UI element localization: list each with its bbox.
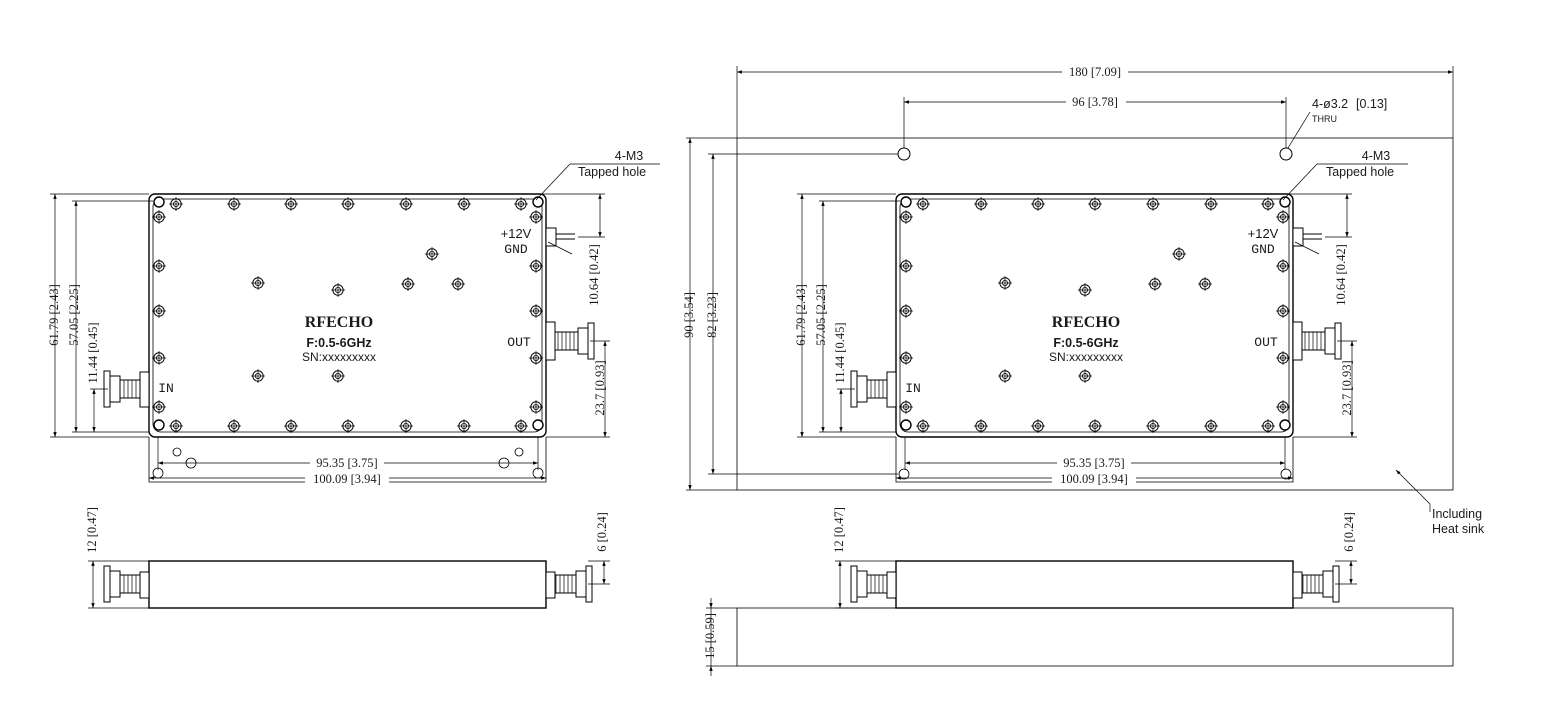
heat-sink-note-1: Including: [1432, 507, 1482, 521]
dim-width-total: 100.09 [3.94]: [313, 472, 381, 486]
housing-outline: [148, 193, 547, 438]
frequency-label: F:0.5-6GHz: [306, 336, 371, 350]
dim-heatsink-hole-vpitch: 82 [3.23]: [705, 292, 719, 338]
gnd-label: GND: [504, 242, 528, 257]
dim-hole-pitch: 95.35 [3.75]: [1063, 456, 1124, 470]
dim-heatsink-hole-pitch: 96 [3.78]: [1072, 95, 1118, 109]
in-label: IN: [905, 381, 921, 396]
out-label: OUT: [1254, 335, 1278, 350]
out-connector: [1296, 322, 1342, 360]
dim-out-offset: 23.7 [0.93]: [1340, 360, 1354, 415]
dc-feedthrough: [545, 227, 575, 255]
tapped-hole-qty: 4-M3: [615, 149, 644, 163]
tapped-hole: [532, 419, 544, 431]
thru-hole: [897, 147, 911, 161]
dim-width-total: 100.09 [3.94]: [1060, 472, 1128, 486]
dc-feedthrough: [1292, 227, 1322, 255]
dim-hole-pitch: 95.35 [3.75]: [316, 456, 377, 470]
housing-side: [895, 560, 1294, 609]
heat-sink-side: [736, 607, 1454, 667]
thru-hole-qty: 4-ø3.2: [1312, 97, 1348, 111]
dim-side-connector: 6 [0.24]: [1342, 512, 1356, 552]
dim-heatsink-width: 180 [7.09]: [1069, 65, 1121, 79]
dim-in-offset: 11.44 [0.45]: [86, 323, 100, 384]
thru-note: THRU: [1312, 114, 1337, 124]
dim-dc-offset: 10.64 [0.42]: [1334, 244, 1348, 305]
dim-side-connector: 6 [0.24]: [595, 512, 609, 552]
housing-outline: [895, 193, 1294, 438]
dim-out-offset: 23.7 [0.93]: [593, 360, 607, 415]
serial-label: SN:xxxxxxxxx: [1049, 350, 1123, 364]
tapped-hole-note: Tapped hole: [1326, 165, 1394, 179]
in-label: IN: [158, 381, 174, 396]
dim-height-body: 57.05 [2.25]: [67, 284, 81, 345]
dim-height-total: 61.79 [2.43]: [47, 284, 61, 345]
right-top-view: RFECHO F:0.5-6GHz SN:xxxxxxxxx +12V GND …: [682, 64, 1485, 536]
thru-hole-inch: [0.13]: [1356, 97, 1387, 111]
dim-heatsink-height: 90 [3.54]: [682, 292, 696, 338]
power-label: +12V: [1248, 226, 1279, 241]
dim-side-height: 12 [0.47]: [85, 507, 99, 553]
dim-dc-offset: 10.64 [0.42]: [587, 244, 601, 305]
housing-side: [148, 560, 547, 609]
heat-sink-note-2: Heat sink: [1432, 522, 1485, 536]
dim-height-total: 61.79 [2.43]: [794, 284, 808, 345]
tapped-hole-note: Tapped hole: [578, 165, 646, 179]
right-side-view: 12 [0.47] 6 [0.24] 15 [0.59]: [703, 507, 1454, 676]
heat-sink-outline: [736, 137, 1454, 491]
gnd-label: GND: [1251, 242, 1275, 257]
power-label: +12V: [501, 226, 532, 241]
dim-in-offset: 11.44 [0.45]: [833, 323, 847, 384]
tapped-hole: [153, 419, 165, 431]
serial-label: SN:xxxxxxxxx: [302, 350, 376, 364]
dim-side-height: 12 [0.47]: [832, 507, 846, 553]
thru-hole: [1279, 147, 1293, 161]
frequency-label: F:0.5-6GHz: [1053, 336, 1118, 350]
dim-height-body: 57.05 [2.25]: [814, 284, 828, 345]
tapped-hole-qty: 4-M3: [1362, 149, 1391, 163]
left-top-view: RFECHO F:0.5-6GHz SN:xxxxxxxxx +12V GND …: [47, 149, 660, 486]
brand-label: RFECHO: [1052, 314, 1120, 331]
left-side-view: 12 [0.47] 6 [0.24]: [85, 507, 610, 609]
out-label: OUT: [507, 335, 531, 350]
tapped-hole: [153, 196, 165, 208]
out-connector: [549, 322, 595, 360]
dim-heatsink-thickness: 15 [0.59]: [703, 613, 717, 659]
tapped-hole: [532, 196, 544, 208]
brand-label: RFECHO: [305, 314, 373, 331]
